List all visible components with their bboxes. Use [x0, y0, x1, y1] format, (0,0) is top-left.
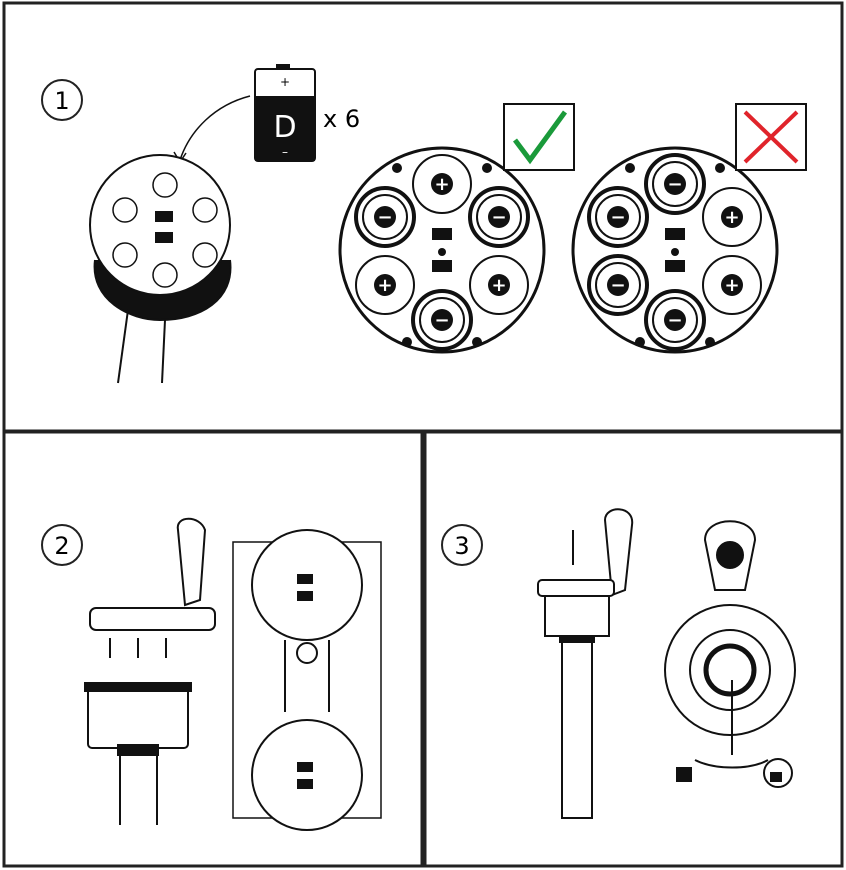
polarity-label: − — [610, 207, 625, 228]
svg-text:3: 3 — [454, 532, 469, 560]
polarity-label: − — [377, 207, 392, 228]
polarity-label: + — [491, 275, 506, 296]
step-3-illustration — [537, 508, 796, 819]
svg-text:2: 2 — [54, 532, 69, 560]
battery-slot-negative: − — [644, 153, 706, 215]
svg-text:D: D — [273, 110, 296, 145]
polarity-label: − — [434, 310, 449, 331]
check-mark-icon — [503, 103, 575, 171]
battery-slot-positive: + — [412, 154, 472, 214]
panel-step-3 — [423, 430, 844, 868]
battery-slot-negative: − — [354, 186, 416, 248]
battery-quantity: x 6 — [323, 105, 360, 133]
step-2-badge: 2 — [41, 524, 83, 566]
polarity-label: − — [491, 207, 506, 228]
d-battery-icon: + D – — [254, 64, 316, 162]
polarity-label: + — [434, 174, 449, 195]
correct-orientation-diagram: + − − + + − — [338, 146, 546, 354]
polarity-label: − — [667, 174, 682, 195]
panel-step-2 — [2, 430, 424, 868]
polarity-label: − — [667, 310, 682, 331]
svg-text:–: – — [282, 145, 288, 159]
polarity-label: + — [724, 275, 739, 296]
battery-slot-negative: − — [644, 289, 706, 351]
battery-slot-positive: + — [702, 187, 762, 247]
step-3-badge: 3 — [441, 524, 483, 566]
polarity-label: + — [377, 275, 392, 296]
arrow-to-device — [179, 95, 251, 161]
step-1-badge: 1 — [41, 79, 83, 121]
battery-slot-negative: − — [468, 186, 530, 248]
battery-slot-negative: − — [411, 289, 473, 351]
battery-slot-negative: − — [587, 186, 649, 248]
svg-text:+: + — [280, 75, 290, 89]
battery-slot-positive: + — [702, 255, 762, 315]
lock-icon — [676, 767, 692, 782]
wrong-orientation-diagram: − − + − + − — [571, 146, 779, 354]
svg-text:1: 1 — [54, 87, 69, 115]
battery-compartment-illustration — [89, 154, 232, 384]
battery-slot-negative: − — [587, 254, 649, 316]
polarity-label: − — [610, 275, 625, 296]
battery-slot-positive: + — [469, 255, 529, 315]
step-2-illustration — [84, 517, 382, 831]
battery-slot-positive: + — [355, 255, 415, 315]
cross-mark-icon — [735, 103, 807, 171]
polarity-label: + — [724, 207, 739, 228]
